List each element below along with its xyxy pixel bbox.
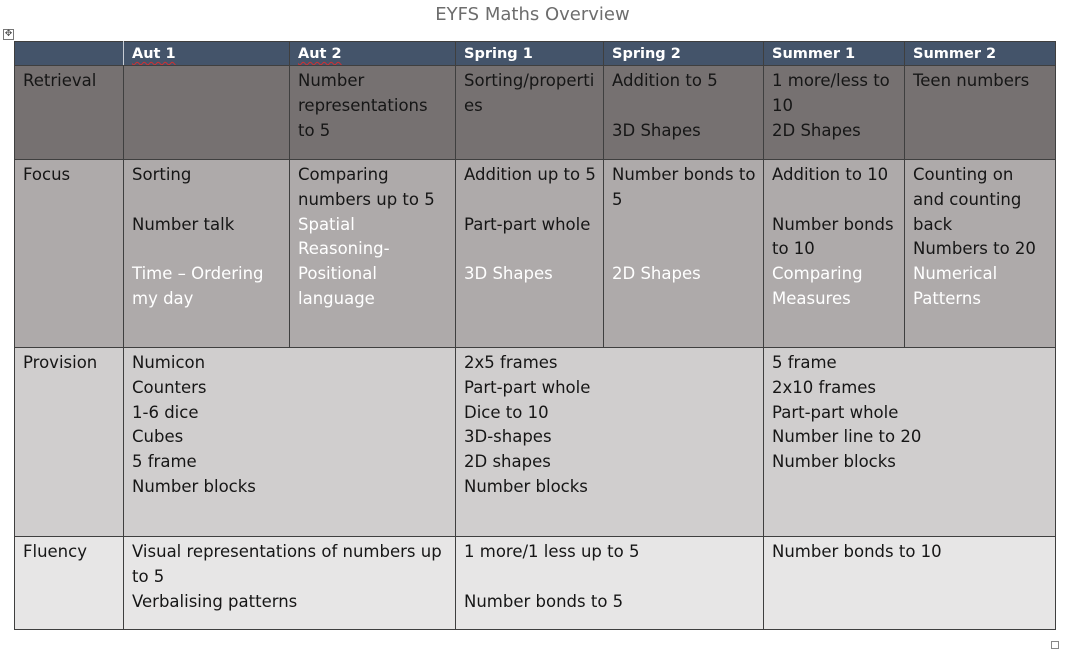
focus-aut2[interactable]: Comparing numbers up to 5 Spatial Reason… <box>289 159 456 348</box>
provision-spring-item: Dice to 10 <box>464 402 549 422</box>
fluency-row: Fluency Visual representations of number… <box>14 536 1056 630</box>
fluency-summer[interactable]: Number bonds to 10 <box>763 536 1056 630</box>
focus-summer1-line2: Number bonds to 10 <box>772 214 899 259</box>
provision-summer-item: Part-part whole <box>772 402 899 422</box>
focus-aut2-line2: Spatial Reasoning- Positional language <box>298 214 395 308</box>
provision-summer-item: Number blocks <box>772 452 896 472</box>
provision-summer[interactable]: 5 frame 2x10 frames Part-part whole Numb… <box>763 347 1056 537</box>
retrieval-summer1[interactable]: 1 more/less to 10 2D Shapes <box>763 65 905 160</box>
focus-spring1-line3: 3D Shapes <box>464 264 553 284</box>
focus-summer1-line3: Comparing Measures <box>772 264 868 308</box>
retrieval-spring2-line1: Addition to 5 <box>612 71 718 90</box>
fluency-spring[interactable]: 1 more/1 less up to 5 Number bonds to 5 <box>455 536 764 630</box>
focus-aut1[interactable]: Sorting Number talk Time – Ordering my d… <box>123 159 290 348</box>
focus-spring2[interactable]: Number bonds to 5 2D Shapes <box>603 159 764 348</box>
provision-autumn-item: Numicon <box>132 353 206 372</box>
focus-summer2[interactable]: Counting on and counting back Numbers to… <box>904 159 1056 348</box>
focus-summer2-line3: Numerical Patterns <box>913 264 1003 308</box>
focus-aut1-line2: Number talk <box>132 214 235 234</box>
provision-spring[interactable]: 2x5 frames Part-part whole Dice to 10 3D… <box>455 347 764 537</box>
provision-spring-item: Number blocks <box>464 476 588 496</box>
provision-autumn-item: 1-6 dice <box>132 402 199 422</box>
spacer <box>132 237 282 262</box>
overview-table: Aut 1 Aut 2 Spring 1 Spring 2 Summer 1 S… <box>14 41 1056 630</box>
fluency-autumn-line1: Visual representations of numbers up to … <box>132 542 447 586</box>
focus-summer2-line2: Numbers to 20 <box>913 239 1036 259</box>
header-row: Aut 1 Aut 2 Spring 1 Spring 2 Summer 1 S… <box>14 41 1056 66</box>
retrieval-aut1[interactable] <box>123 65 290 160</box>
retrieval-row: Retrieval Number representations to 5 So… <box>14 65 1056 160</box>
spacer <box>612 94 756 119</box>
provision-autumn-item: Cubes <box>132 427 184 447</box>
spacer <box>132 188 282 213</box>
spacer <box>464 565 756 590</box>
focus-aut1-line3: Time – Ordering my day <box>132 264 269 308</box>
focus-summer1-line1: Addition to 10 <box>772 165 889 184</box>
spacer <box>772 188 897 213</box>
focus-spring2-line1: Number bonds to 5 <box>612 165 761 209</box>
focus-spring2-line2: 2D Shapes <box>612 264 701 284</box>
header-summer2: Summer 2 <box>904 41 1056 66</box>
header-spring2: Spring 2 <box>603 41 764 66</box>
focus-summer2-line1: Counting on and counting back <box>913 165 1027 234</box>
fluency-spring-line2: Number bonds to 5 <box>464 591 624 611</box>
spacer <box>612 213 756 263</box>
focus-spring1[interactable]: Addition up to 5 Part-part whole 3D Shap… <box>455 159 604 348</box>
fluency-autumn-line2: Verbalising patterns <box>132 591 298 611</box>
provision-label[interactable]: Provision <box>14 347 124 537</box>
retrieval-label[interactable]: Retrieval <box>14 65 124 160</box>
document-title: EYFS Maths Overview <box>435 4 630 25</box>
focus-aut2-line1: Comparing numbers up to 5 <box>298 165 435 209</box>
provision-row: Provision Numicon Counters 1-6 dice Cube… <box>14 347 1056 537</box>
fluency-label[interactable]: Fluency <box>14 536 124 630</box>
retrieval-aut2[interactable]: Number representations to 5 <box>289 65 456 160</box>
focus-summer1[interactable]: Addition to 10 Number bonds to 10 Compar… <box>763 159 905 348</box>
provision-spring-item: 3D-shapes <box>464 427 552 447</box>
header-aut2-label: Aut 2 <box>298 46 342 62</box>
header-corner <box>14 41 124 66</box>
provision-autumn-item: 5 frame <box>132 452 197 472</box>
retrieval-spring1[interactable]: Sorting/properti es <box>455 65 604 160</box>
provision-summer-item: 2x10 frames <box>772 377 877 397</box>
fluency-spring-line1: 1 more/1 less up to 5 <box>464 542 640 561</box>
retrieval-spring2-line2: 3D Shapes <box>612 120 701 140</box>
retrieval-summer2[interactable]: Teen numbers <box>904 65 1056 160</box>
spacer <box>464 188 596 213</box>
fluency-autumn[interactable]: Visual representations of numbers up to … <box>123 536 456 630</box>
header-aut1-label: Aut 1 <box>132 46 176 62</box>
retrieval-summer1-line1: 1 more/less to 10 <box>772 71 896 115</box>
header-aut1: Aut 1 <box>123 41 290 66</box>
provision-autumn-item: Number blocks <box>132 476 256 496</box>
resize-handle-icon[interactable] <box>1051 641 1059 649</box>
focus-row: Focus Sorting Number talk Time – Orderin… <box>14 159 1056 348</box>
move-icon[interactable]: ✥ <box>3 29 14 40</box>
header-spring1: Spring 1 <box>455 41 604 66</box>
header-summer1: Summer 1 <box>763 41 905 66</box>
focus-spring1-line1: Addition up to 5 <box>464 165 596 184</box>
focus-label[interactable]: Focus <box>14 159 124 348</box>
provision-summer-item: Number line to 20 <box>772 427 922 447</box>
spacer <box>464 237 596 262</box>
provision-spring-item: 2x5 frames <box>464 353 558 372</box>
provision-autumn-item: Counters <box>132 377 207 397</box>
header-aut2: Aut 2 <box>289 41 456 66</box>
provision-autumn[interactable]: Numicon Counters 1-6 dice Cubes 5 frame … <box>123 347 456 537</box>
provision-summer-item: 5 frame <box>772 353 837 372</box>
retrieval-spring2[interactable]: Addition to 5 3D Shapes <box>603 65 764 160</box>
retrieval-summer1-line2: 2D Shapes <box>772 120 861 140</box>
provision-spring-item: 2D shapes <box>464 452 551 472</box>
focus-aut1-line1: Sorting <box>132 165 192 184</box>
focus-spring1-line2: Part-part whole <box>464 214 591 234</box>
provision-spring-item: Part-part whole <box>464 377 591 397</box>
